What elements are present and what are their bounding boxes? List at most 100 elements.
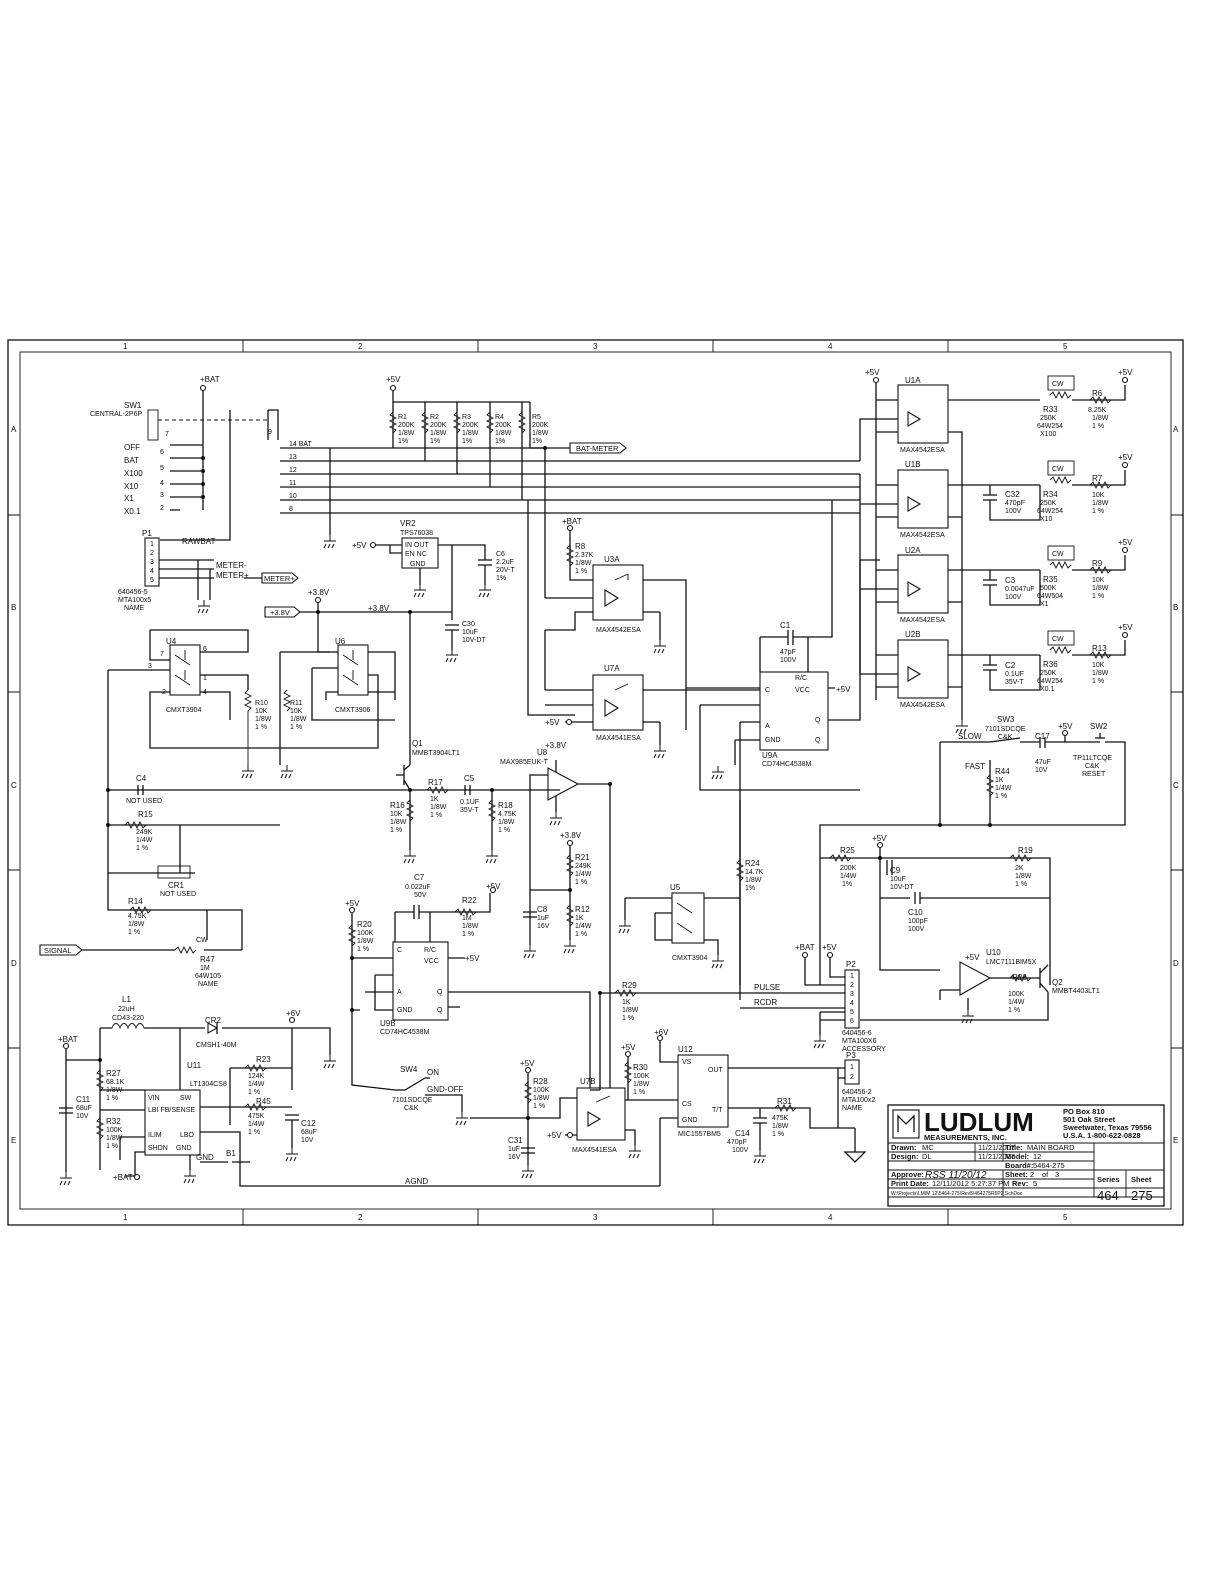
svg-text:640456-5: 640456-5	[118, 589, 148, 596]
grid-col-3-bottom: 3	[593, 1213, 598, 1222]
svg-text:CMSH1-40M: CMSH1-40M	[196, 1042, 237, 1049]
agnd-label: AGND	[405, 1177, 428, 1186]
svg-text:1: 1	[203, 675, 207, 682]
svg-text:A: A	[397, 989, 402, 996]
svg-text:+5V: +5V	[822, 943, 837, 952]
svg-text:1K: 1K	[995, 777, 1004, 784]
svg-text:GND: GND	[765, 737, 781, 744]
svg-text:1 %: 1 %	[1008, 1007, 1020, 1014]
svg-text:+BAT: +BAT	[58, 1035, 78, 1044]
svg-text:MTA100X6: MTA100X6	[842, 1038, 877, 1045]
svg-text:IN OUT: IN OUT	[405, 542, 429, 549]
rawbat-label: RAWBAT	[182, 537, 215, 546]
svg-text:200K: 200K	[495, 422, 512, 429]
grid-row-e-right: E	[1173, 1136, 1178, 1145]
drawing-border: 1 2 3 4 5 1 2 3 4 5 A B C D E A B C D E	[7, 339, 1184, 1226]
svg-text:1/8W: 1/8W	[357, 938, 374, 945]
svg-text:CMXT3906: CMXT3906	[335, 707, 371, 714]
svg-text:1 %: 1 %	[106, 1143, 118, 1150]
svg-text:C17: C17	[1035, 732, 1050, 741]
title-block: LUDLUM MEASUREMENTS, INC. PO Box 810 501…	[887, 1104, 1165, 1207]
svg-text:2: 2	[150, 550, 154, 557]
svg-text:1/8W: 1/8W	[106, 1087, 123, 1094]
svg-text:3: 3	[1055, 1170, 1059, 1179]
svg-text:1/8W: 1/8W	[430, 804, 447, 811]
series-number: 464	[1097, 1188, 1119, 1203]
svg-text:U10: U10	[986, 948, 1001, 957]
svg-text:Title:: Title:	[1005, 1143, 1023, 1152]
svg-text:2: 2	[1030, 1170, 1034, 1179]
svg-text:+5V: +5V	[386, 375, 401, 384]
svg-text:LBI FB/SENSE: LBI FB/SENSE	[148, 1107, 195, 1114]
sw4-power-switch: SW4 ON GND-OFF 7101SDCQE C&K	[392, 1065, 469, 1126]
svg-text:VCC: VCC	[795, 687, 810, 694]
svg-text:1 %: 1 %	[390, 827, 402, 834]
svg-text:1/8W: 1/8W	[128, 921, 145, 928]
svg-text:LBO: LBO	[180, 1132, 195, 1139]
svg-text:1/8W: 1/8W	[106, 1135, 123, 1142]
svg-text:12: 12	[289, 467, 297, 474]
svg-text:1/4W: 1/4W	[1008, 999, 1025, 1006]
svg-text:C14: C14	[735, 1129, 750, 1138]
svg-text:R19: R19	[1018, 846, 1033, 855]
svg-text:MC: MC	[922, 1143, 934, 1152]
svg-text:R29: R29	[622, 981, 637, 990]
svg-text:13: 13	[289, 454, 297, 461]
svg-text:11/21/2007: 11/21/2007	[978, 1152, 1015, 1161]
svg-text:W:\Projects\LMIM 12\5464-275\R: W:\Projects\LMIM 12\5464-275\Rev5\464275…	[891, 1191, 1023, 1197]
svg-text:249K: 249K	[136, 829, 153, 836]
svg-text:P1: P1	[142, 529, 152, 538]
svg-text:10K: 10K	[390, 811, 403, 818]
svg-text:64W504: 64W504	[1037, 593, 1063, 600]
svg-text:14.7K: 14.7K	[745, 869, 764, 876]
grid-row-e: E	[11, 1136, 16, 1145]
svg-text:R25: R25	[840, 846, 855, 855]
company-name: MEASUREMENTS, INC.	[924, 1133, 1007, 1142]
svg-text:47pF: 47pF	[780, 649, 796, 656]
svg-text:+BAT: +BAT	[113, 1173, 133, 1182]
svg-text:10K: 10K	[1092, 577, 1105, 584]
sw1-ref: SW1	[124, 401, 142, 410]
svg-text:1/4W: 1/4W	[575, 871, 592, 878]
svg-text:1 %: 1 %	[1092, 678, 1104, 685]
svg-text:1/8W: 1/8W	[430, 430, 447, 437]
svg-text:1%: 1%	[430, 438, 440, 445]
svg-text:R21: R21	[575, 853, 590, 862]
svg-text:1%: 1%	[532, 438, 542, 445]
svg-text:0.1UF: 0.1UF	[1005, 671, 1024, 678]
svg-text:1/8W: 1/8W	[1092, 500, 1109, 507]
grid-row-b-right: B	[1173, 603, 1178, 612]
range-switches-u1-u2: +5V U1A MAX4542ESA U1B MAX4542ESA U2A MA…	[859, 368, 1133, 734]
svg-text:1/8W: 1/8W	[745, 877, 762, 884]
svg-text:64W254: 64W254	[1037, 508, 1063, 515]
svg-text:250K: 250K	[1040, 670, 1057, 677]
svg-text:35V-T: 35V-T	[460, 807, 479, 814]
svg-text:1/8W: 1/8W	[772, 1123, 789, 1130]
svg-text:100V: 100V	[908, 926, 925, 933]
gnd-off-label: GND-OFF	[427, 1085, 464, 1094]
reset-and-speed-switches: SW3 7101SDCQE C&K SLOW FAST C17 47uF10V …	[819, 715, 1126, 985]
svg-text:Series: Series	[1097, 1175, 1120, 1184]
svg-text:5: 5	[150, 577, 154, 584]
svg-text:DL: DL	[922, 1152, 932, 1161]
svg-text:10: 10	[289, 493, 297, 500]
svg-text:Q: Q	[815, 717, 821, 724]
svg-text:A: A	[765, 723, 770, 730]
svg-text:1/8W: 1/8W	[1015, 873, 1032, 880]
svg-text:MMBT4403LT1: MMBT4403LT1	[1052, 988, 1100, 995]
svg-text:14 BAT: 14 BAT	[289, 441, 313, 448]
svg-text:7: 7	[160, 651, 164, 658]
grid-row-c-right: C	[1173, 781, 1179, 790]
svg-text:U.S.A. 1-800-622-0828: U.S.A. 1-800-622-0828	[1063, 1131, 1141, 1140]
svg-text:1/8W: 1/8W	[390, 819, 407, 826]
svg-text:+5V: +5V	[1118, 623, 1133, 632]
svg-text:6: 6	[850, 1018, 854, 1025]
svg-text:R2: R2	[430, 414, 439, 421]
on-label: ON	[427, 1068, 439, 1077]
svg-text:PO Box 810: PO Box 810	[1063, 1107, 1105, 1116]
svg-text:1: 1	[850, 1064, 854, 1071]
svg-text:4: 4	[160, 480, 164, 487]
svg-text:C&K: C&K	[1085, 763, 1100, 770]
svg-text:11: 11	[289, 480, 296, 487]
